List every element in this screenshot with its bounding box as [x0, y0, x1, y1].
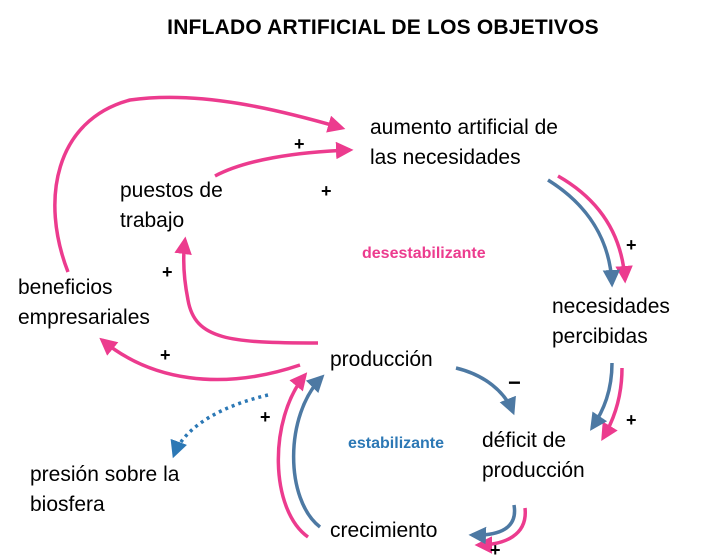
node-beneficios-line-2: empresariales — [18, 306, 150, 329]
arrow-produccion-to-deficit — [455, 366, 516, 416]
node-aumento-line-2: las necesidades — [370, 146, 521, 169]
arrow-beneficios-to-aumento — [53, 95, 346, 273]
node-aumento: aumento artificial de las necesidades — [370, 113, 558, 173]
sign-deficit-crecimiento: + — [490, 540, 501, 560]
node-puestos: puestos de trabajo — [120, 176, 223, 236]
node-produccion: producción — [330, 348, 433, 371]
node-presion: presión sobre la biosfera — [30, 460, 179, 520]
sign-produccion-puestos: + — [162, 262, 173, 282]
arrow-necesidades-to-deficit-pink — [601, 367, 624, 442]
arrow-produccion-to-puestos — [174, 236, 319, 345]
node-beneficios-line-1: beneficios — [18, 276, 113, 299]
node-necesidades: necesidades percibidas — [552, 292, 670, 352]
loop-label-balancing: estabilizante — [348, 435, 445, 452]
node-deficit-line-1: déficit de — [482, 429, 567, 452]
sign-produccion-deficit: − — [508, 370, 521, 395]
arrow-deficit-to-crecimiento-pink — [474, 507, 527, 554]
sign-puestos-aumento: + — [321, 181, 332, 201]
node-beneficios: beneficios empresariales — [18, 273, 150, 333]
arrow-aumento-to-necesidades-blue — [547, 178, 621, 288]
node-necesidades-line-2: percibidas — [552, 325, 648, 348]
node-deficit: déficit de producción — [482, 426, 585, 486]
loop-label-reinforcing: desestabilizante — [362, 245, 486, 262]
sign-beneficios-aumento: + — [294, 134, 305, 154]
node-presion-line-1: presión sobre la — [30, 463, 180, 486]
arrow-deficit-to-crecimiento-blue — [468, 504, 517, 545]
arrow-crecimiento-to-produccion-blue — [291, 374, 325, 529]
diagram-title: INFLADO ARTIFICIAL DE LOS OBJETIVOS — [167, 16, 599, 39]
sign-aumento-necesidades: + — [626, 235, 637, 255]
node-puestos-line-1: puestos de — [120, 179, 223, 202]
node-presion-line-2: biosfera — [30, 493, 105, 516]
node-necesidades-line-1: necesidades — [552, 295, 670, 318]
arrow-aumento-to-necesidades-pink — [557, 174, 633, 284]
node-aumento-line-1: aumento artificial de — [370, 116, 558, 139]
node-deficit-line-2: producción — [482, 459, 585, 482]
sign-produccion-beneficios: + — [160, 345, 171, 365]
arrow-necesidades-to-deficit-blue — [590, 362, 614, 431]
arrow-puestos-to-aumento — [214, 141, 354, 178]
arrow-produccion-to-beneficios — [99, 337, 301, 382]
sign-crecimiento-produccion: + — [260, 407, 271, 427]
node-crecimiento: crecimiento — [330, 519, 438, 542]
arrow-produccion-to-presion — [170, 393, 269, 459]
arrow-crecimiento-to-produccion-pink — [276, 372, 310, 539]
node-puestos-line-2: trabajo — [120, 209, 185, 232]
sign-necesidades-deficit: + — [626, 410, 637, 430]
